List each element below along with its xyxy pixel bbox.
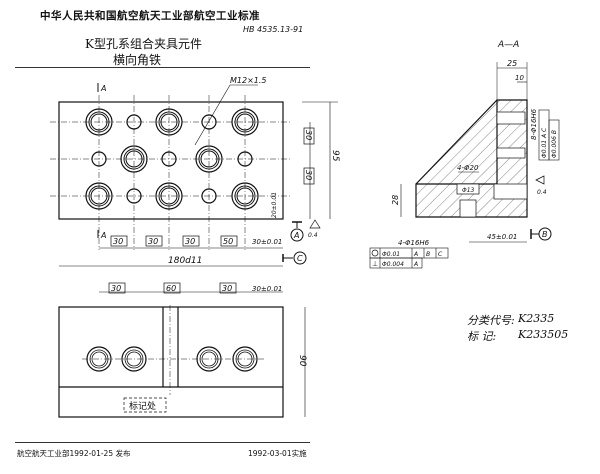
- mark-label: 标 记:: [467, 330, 497, 343]
- section-title: A—A: [497, 40, 519, 50]
- pitch-dim-4: 50: [223, 237, 233, 246]
- front-view: 30 60 30 30±0.01 90 标记处: [58, 282, 307, 418]
- front-pitch-3: 30: [222, 284, 232, 293]
- issuer-heading: 中华人民共和国航空航天工业部航空工业标准: [40, 10, 260, 22]
- footer-rule: [15, 442, 310, 443]
- thread-callout: M12×1.5: [230, 76, 267, 85]
- header-rule: [15, 67, 310, 68]
- tol-row2: Φ0.006 B: [551, 130, 558, 158]
- title-line2: 横向角铁: [113, 53, 162, 67]
- vertical-dim-3: 20±0.01: [271, 192, 278, 218]
- vertical-dim-2: 30: [304, 170, 313, 180]
- mark-code: K233505: [518, 328, 569, 341]
- dim-28: 28: [391, 195, 400, 205]
- holes-callout: 8-Φ16H6: [530, 108, 538, 140]
- base-tol-1: Φ0.01: [382, 251, 400, 258]
- datum-b: B: [542, 230, 548, 239]
- svg-text:⊥: ⊥: [372, 260, 378, 268]
- vertical-dim-1: 30: [304, 130, 313, 140]
- overall-length: 180d11: [168, 256, 202, 266]
- dim-25: 25: [507, 59, 517, 68]
- class-code: K2335: [518, 312, 555, 325]
- roughness-side: 0.4: [537, 189, 547, 196]
- effective-date: 1992-03-01实施: [248, 449, 307, 458]
- base-tol-datum-a: A: [413, 251, 418, 258]
- overall-height: 95: [330, 150, 340, 162]
- hole-callout: Φ13: [462, 187, 475, 194]
- pitch-dim-1: 30: [113, 237, 123, 246]
- title-line1: K型孔系组合夹具元件: [85, 37, 202, 51]
- marking-location: 标记处: [129, 400, 156, 412]
- dim-10: 10: [515, 74, 524, 82]
- top-view-outline: [58, 101, 284, 220]
- base-tol-datum-b: B: [426, 251, 430, 258]
- class-code-label: 分类代号:: [467, 314, 515, 327]
- pitch-dim-5: 30±0.01: [252, 238, 282, 246]
- pitch-dim-2: 30: [148, 237, 158, 246]
- datum-c: C: [297, 254, 303, 263]
- base-tol-2: Φ0.004: [382, 261, 404, 268]
- section-mark-bottom: A: [100, 231, 106, 240]
- front-pitch-4: 30±0.01: [252, 285, 282, 293]
- counterbore-callout: 4-Φ20: [457, 164, 479, 172]
- pitch-dim-3: 30: [185, 237, 195, 246]
- base-tol2-datum-a: A: [413, 261, 418, 268]
- issued-date: 航空航天工业部1992-01-25 发布: [17, 449, 131, 458]
- standard-number: HB 4535.13-91: [243, 25, 304, 34]
- base-tol-datum-c: C: [438, 251, 443, 258]
- front-height: 90: [297, 355, 307, 367]
- front-pitch-2: 60: [166, 284, 176, 293]
- tol-row1: Φ0.01 A C: [541, 127, 548, 158]
- front-pitch-1: 30: [111, 284, 121, 293]
- section-mark-top: A: [100, 84, 106, 93]
- top-view: A A M12×1.5 30 30 30 50 30±0.01 180d11 C…: [50, 76, 340, 267]
- base-holes-callout: 4-Φ16H6: [398, 239, 430, 247]
- dim-45: 45±0.01: [487, 233, 517, 241]
- section-view: A—A 25 10 8-Φ16H6 Φ0.01 A C Φ0.006 B 4-Φ…: [369, 40, 560, 269]
- datum-a: A: [293, 231, 299, 240]
- roughness-top: 0.4: [308, 232, 318, 239]
